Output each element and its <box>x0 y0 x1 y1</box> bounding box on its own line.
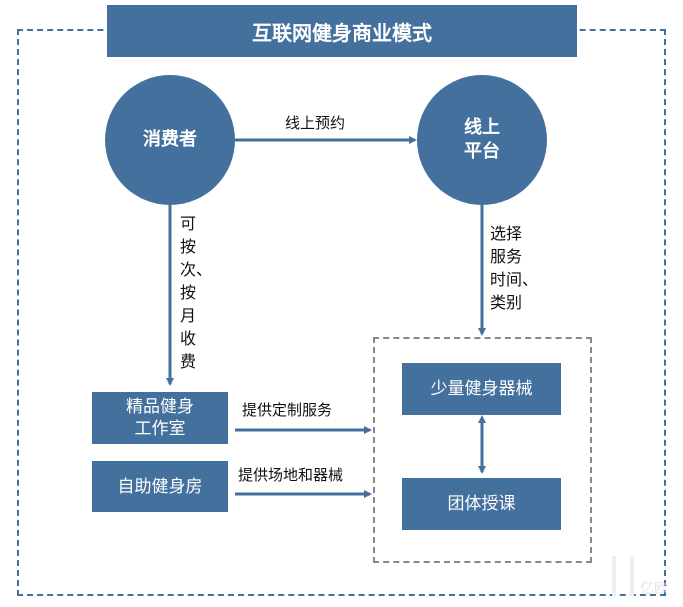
watermark-text: 亿欧 <box>640 581 668 597</box>
label-custom-service: 提供定制服务 <box>242 401 333 419</box>
node-online-platform: 线上 平台 <box>417 75 547 205</box>
label-choose-service: 选择 服务 时间、 类别 <box>490 224 539 312</box>
diagram-title: 互联网健身商业模式 <box>107 5 577 57</box>
watermark-logo-icon <box>612 556 634 596</box>
label-venue-equipment: 提供场地和器械 <box>238 466 344 484</box>
node-boutique-studio: 精品健身 工作室 <box>92 392 228 444</box>
services-group-frame <box>373 337 592 563</box>
node-consumer: 消费者 <box>105 75 235 205</box>
label-pay-options: 可按次、按月收费 <box>180 214 213 371</box>
label-online-booking: 线上预约 <box>285 114 346 132</box>
node-self-service-gym: 自助健身房 <box>92 461 228 512</box>
node-equipment: 少量健身器械 <box>402 363 561 415</box>
node-group-class: 团体授课 <box>402 478 561 530</box>
